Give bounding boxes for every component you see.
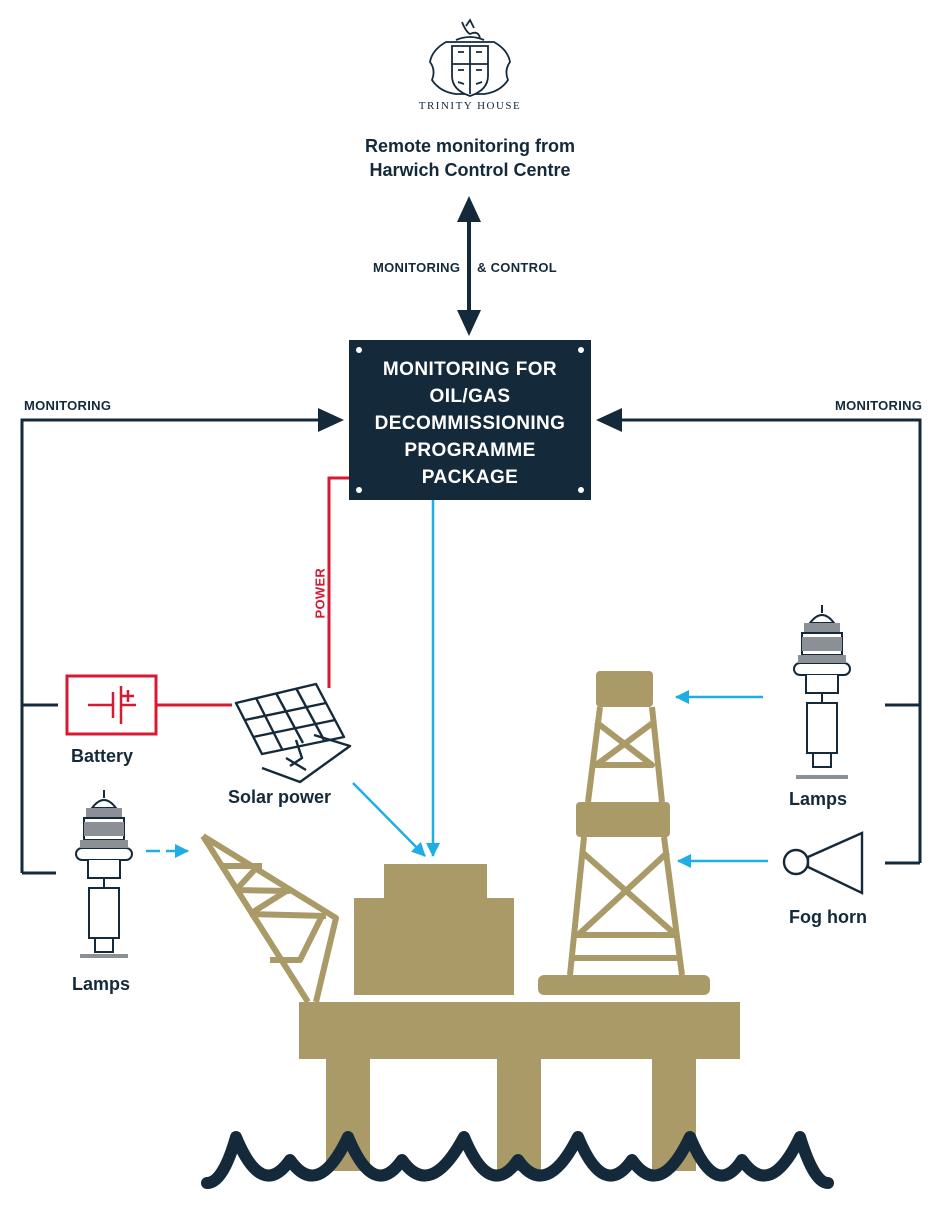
control-label-top: & CONTROL	[477, 260, 557, 275]
power-line	[327, 476, 349, 688]
battery-icon	[65, 674, 158, 736]
arrow-right-icon	[318, 408, 344, 432]
lamps-left-label: Lamps	[72, 974, 131, 994]
solar-power-label: Solar power	[228, 787, 332, 807]
fog-horn-icon	[782, 831, 864, 895]
oil-platform-icon	[200, 671, 740, 1171]
sea-waves-icon	[201, 1131, 834, 1189]
power-label: POWER	[312, 567, 328, 619]
lamps-right-label: Lamps	[789, 789, 848, 809]
title-line-1: Remote monitoring from	[365, 136, 575, 156]
monitoring-package-panel: MONITORING FOR OIL/GAS DECOMMISSIONING P…	[349, 340, 591, 500]
monitoring-label-right: MONITORING	[835, 398, 923, 413]
arrow-left-icon	[596, 408, 622, 432]
page-title: Remote monitoring from Harwich Control C…	[320, 134, 620, 182]
panel-line-2: OIL/GAS	[429, 386, 511, 407]
panel-line-3: DECOMMISSIONING	[374, 413, 566, 434]
arrow-up-icon	[457, 196, 481, 222]
battery-label: Battery	[71, 746, 134, 766]
solar-to-platform-arrow	[352, 782, 426, 857]
arrow-down-icon	[457, 310, 481, 336]
right-monitoring-line	[610, 418, 922, 865]
panel-line-4: PROGRAMME	[404, 440, 536, 461]
fog-horn-label: Fog horn	[789, 907, 867, 927]
trinity-house-crest-icon	[429, 18, 511, 97]
left-monitoring-line	[20, 418, 330, 875]
lamp-right-icon	[793, 605, 851, 779]
panel-line-5: PACKAGE	[421, 467, 519, 488]
title-line-2: Harwich Control Centre	[369, 160, 571, 180]
monitoring-label-top: MONITORING	[373, 260, 461, 275]
lamp-left-icon	[75, 790, 133, 958]
solar-panel-icon	[234, 682, 352, 784]
monitoring-label-left: MONITORING	[24, 398, 112, 413]
trinity-house-wordmark: TRINITY HOUSE	[418, 100, 522, 112]
panel-line-1: MONITORING FOR	[382, 359, 558, 380]
panel-rivets-icon	[356, 347, 584, 493]
